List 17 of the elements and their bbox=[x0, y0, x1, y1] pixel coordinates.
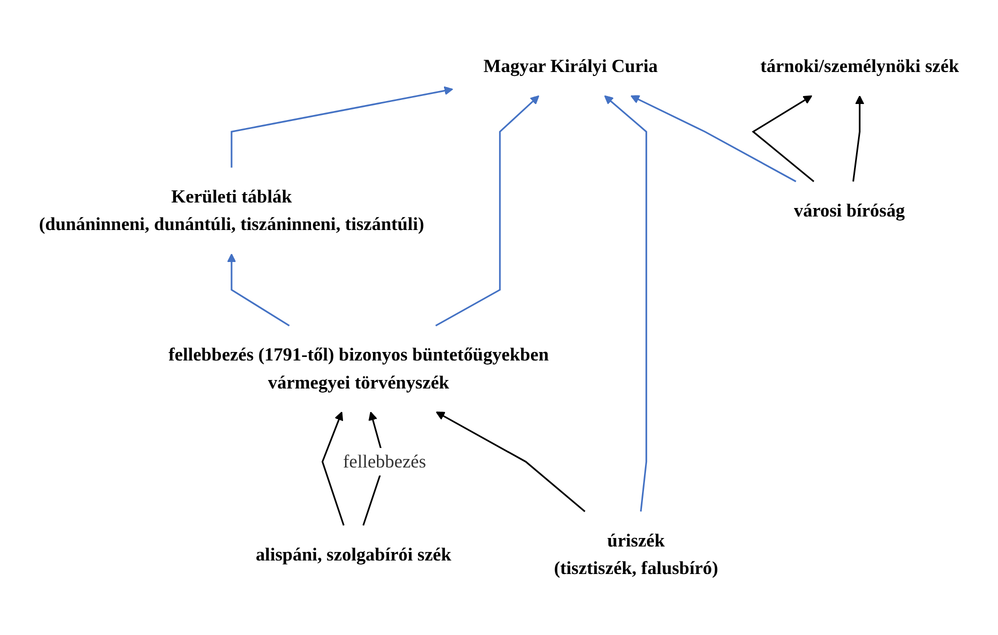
arrow bbox=[630, 95, 796, 182]
arrow bbox=[227, 253, 290, 326]
arrow bbox=[230, 86, 454, 168]
node-text: fellebbezés (1791-től) bizonyos büntetőügyekben vármegyei törvényszék bbox=[168, 344, 549, 392]
arrow bbox=[435, 95, 540, 326]
node-text: úriszék (tisztiszék, falusbíró) bbox=[554, 530, 718, 578]
node-text: Kerületi táblák (dunáninneni, dunántúli, tiszáninneni, tiszántúli) bbox=[39, 186, 424, 234]
node-text: Magyar Királyi Curia bbox=[484, 56, 658, 76]
arrow bbox=[604, 95, 648, 512]
edge-label: fellebbezés bbox=[342, 450, 426, 472]
arrow bbox=[852, 95, 864, 182]
arrow bbox=[752, 95, 814, 182]
node-text: alispáni, szolgabírói szék bbox=[256, 544, 452, 564]
arrow bbox=[436, 412, 586, 512]
node-text: tárnoki/személynöki szék bbox=[760, 56, 959, 76]
node-text: városi bíróság bbox=[794, 200, 905, 220]
arrow bbox=[322, 412, 344, 526]
